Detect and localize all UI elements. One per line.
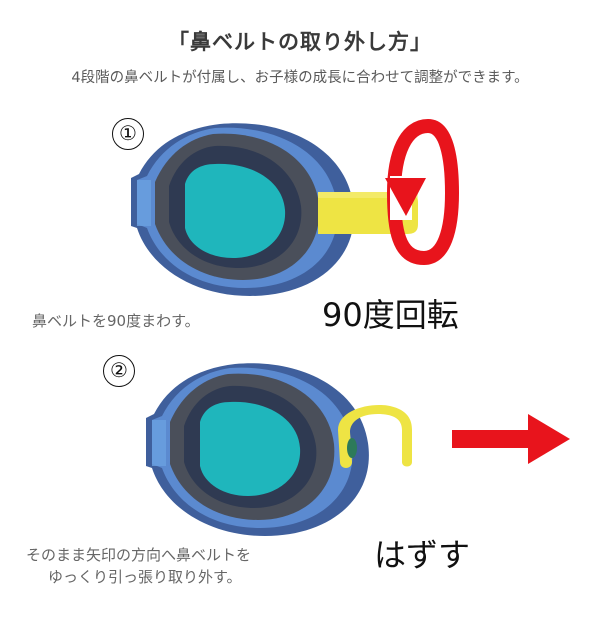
page-subtitle: 4段階の鼻ベルトが付属し、お子様の成長に合わせて調整ができます。 [71, 70, 529, 86]
page-title: 「鼻ベルトの取り外し方」 [168, 30, 432, 54]
right-arrow-icon [452, 414, 570, 464]
step-1-number: ① [112, 118, 144, 150]
nose-belt-step-2 [338, 405, 412, 468]
rotate-arrow-icon [385, 118, 460, 266]
step-2-caption-line-1: そのまま矢印の方向へ鼻ベルトを [26, 546, 252, 564]
step-1-action-label: 90度回転 [322, 296, 459, 334]
goggle-lens-step-1 [131, 123, 354, 297]
step-2-caption-line-2: ゆっくり引っ張り取り外す。 [48, 568, 242, 586]
step-2-action-label: はずす [374, 536, 471, 574]
goggle-lens-step-2 [146, 363, 369, 536]
step-1-caption: 鼻ベルトを90度まわす。 [32, 312, 200, 330]
step-2-number: ② [103, 355, 135, 387]
